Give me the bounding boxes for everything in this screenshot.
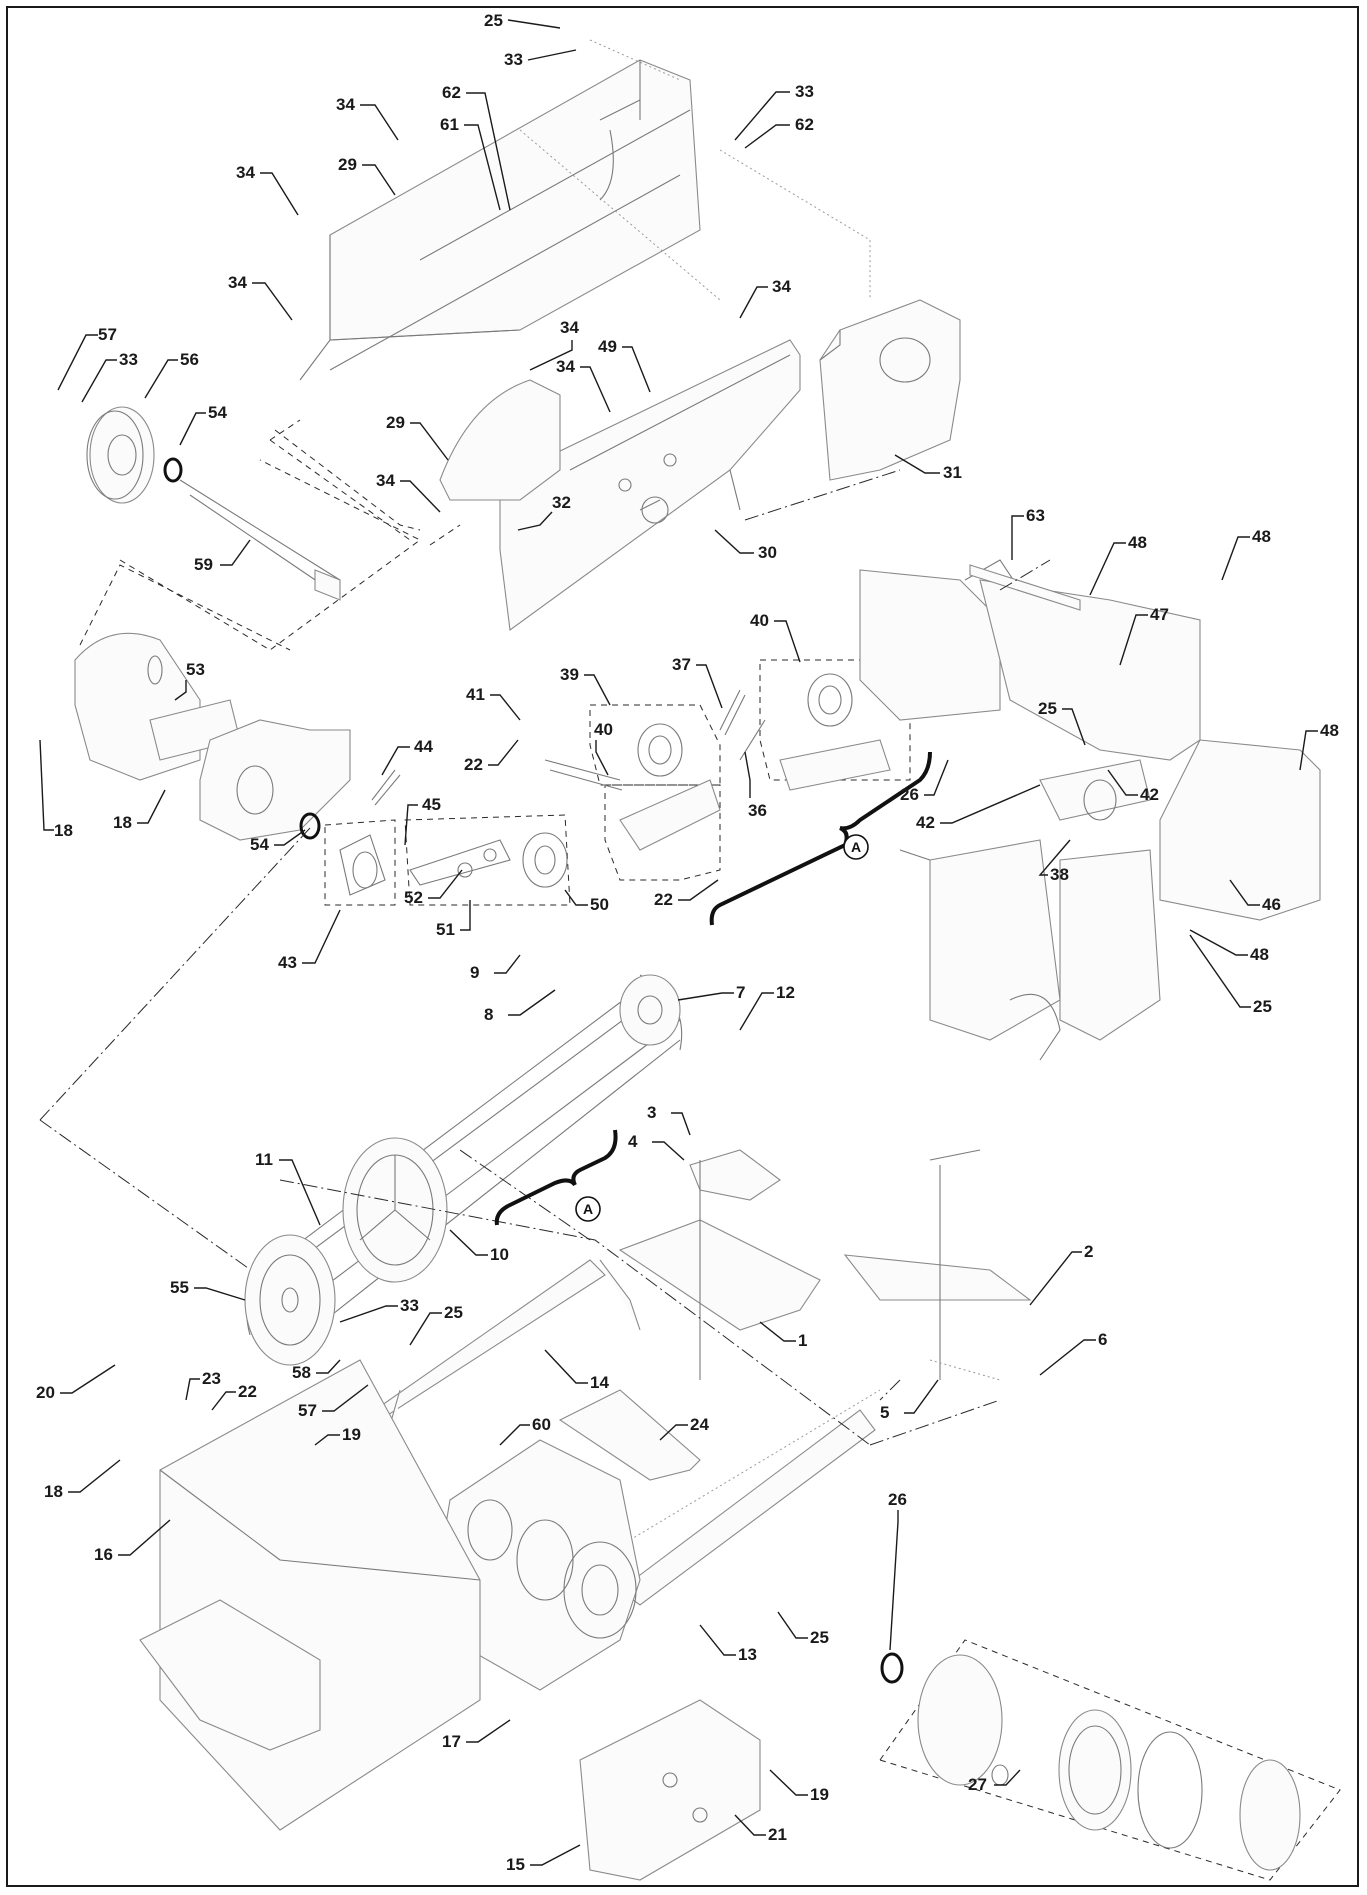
part-label: 14 [590,1373,609,1392]
part-label: 34 [236,163,255,182]
part-label: 37 [672,655,691,674]
part-label: 41 [466,685,485,704]
part-number-labels: 25 33 62 61 34 29 34 34 33 62 34 34 49 3… [36,11,1339,1874]
callout-a-lower-label: A [583,1201,593,1217]
part-label: 17 [442,1732,461,1751]
part-label: 32 [552,493,571,512]
part-label: 40 [594,720,613,739]
part-label: 31 [943,463,962,482]
part-label: 33 [795,82,814,101]
part-label: 53 [186,660,205,679]
part-label: 48 [1252,527,1271,546]
part-label: 11 [255,1150,273,1169]
part-label: 7 [736,983,745,1002]
part-label: 19 [810,1785,829,1804]
parts-artwork [39,39,1341,1881]
part-label: 48 [1320,721,1339,740]
part-label: 8 [484,1005,493,1024]
part-label: 33 [504,50,523,69]
part-label: 22 [238,1382,257,1401]
part-label: 56 [180,350,199,369]
part-label: 34 [336,95,355,114]
part-label: 60 [532,1415,551,1434]
part-label: 42 [1140,785,1159,804]
part-label: 54 [250,835,269,854]
part-label: 52 [404,888,423,907]
part-label: 54 [208,403,227,422]
part-label: 39 [560,665,579,684]
part-label: 63 [1026,506,1045,525]
part-label: 25 [810,1628,829,1647]
part-label: 6 [1098,1330,1107,1349]
callout-a-lower: A [575,1196,601,1222]
part-label: 26 [888,1490,907,1509]
part-label: 18 [54,821,73,840]
part-label: 43 [278,953,297,972]
part-label: 26 [900,785,919,804]
part-label: 22 [464,755,483,774]
part-label: 36 [748,801,767,820]
part-label: 25 [484,11,503,30]
part-label: 47 [1150,605,1169,624]
part-label: 34 [228,273,247,292]
part-label: 19 [342,1425,361,1444]
part-label: 34 [772,277,791,296]
part-label: 29 [386,413,405,432]
part-label: 4 [628,1132,638,1151]
part-label: 34 [556,357,575,376]
part-label: 24 [690,1415,709,1434]
part-label: 48 [1128,533,1147,552]
part-label: 45 [422,795,441,814]
part-label: 21 [768,1825,787,1844]
part-label: 33 [119,350,138,369]
part-label: 38 [1050,865,1069,884]
part-label: 10 [490,1245,509,1264]
part-label: 3 [647,1103,656,1122]
part-label: 40 [750,611,769,630]
part-label: 50 [590,895,609,914]
part-label: 62 [442,83,461,102]
part-label: 49 [598,337,617,356]
part-label: 23 [202,1369,221,1388]
part-label: 25 [1038,699,1057,718]
part-label: 1 [798,1331,807,1350]
part-label: 27 [968,1775,987,1794]
part-label: 20 [36,1383,55,1402]
part-label: 46 [1262,895,1281,914]
part-label: 59 [194,555,213,574]
part-label: 9 [470,963,479,982]
part-label: 34 [560,318,579,337]
callout-a-upper: A [843,834,869,860]
part-label: 16 [94,1545,113,1564]
part-label: 42 [916,813,935,832]
part-label: 44 [414,737,433,756]
part-label: 55 [170,1278,189,1297]
part-label: 48 [1250,945,1269,964]
part-label: 57 [298,1401,317,1420]
part-label: 29 [338,155,357,174]
part-label: 25 [444,1303,463,1322]
part-label: 2 [1084,1242,1093,1261]
part-label: 33 [400,1296,419,1315]
part-label: 13 [738,1645,757,1664]
part-label: 18 [44,1482,63,1501]
part-label: 25 [1253,997,1272,1016]
part-label: 5 [880,1403,889,1422]
part-label: 18 [113,813,132,832]
part-label: 61 [440,115,459,134]
part-label: 57 [98,325,117,344]
part-label: 62 [795,115,814,134]
part-label: 12 [776,983,795,1002]
part-label: 58 [292,1363,311,1382]
part-label: 30 [758,543,777,562]
part-label: 15 [506,1855,525,1874]
part-label: 22 [654,890,673,909]
part-label: 34 [376,471,395,490]
part-label: 51 [436,920,455,939]
callout-a-upper-label: A [851,839,861,855]
